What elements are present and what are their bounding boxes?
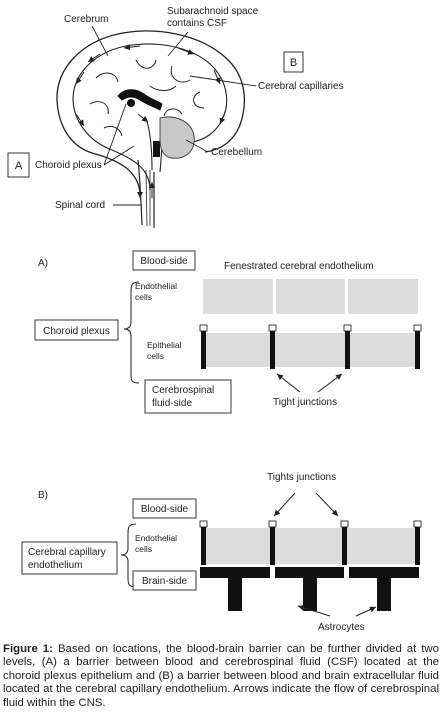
panel-a-blood-side-box <box>132 250 196 271</box>
panel-b-letter: B) <box>38 490 48 501</box>
panel-b-capillary-line1: Cerebral capillary <box>28 547 106 558</box>
tight-junction-bar <box>201 523 206 565</box>
cerebellum-shape <box>159 116 195 159</box>
panel-a-csf-side-line1: Cerebrospinal <box>152 385 214 396</box>
astrocyte-foot <box>275 567 344 611</box>
tights-junction-arrow <box>273 492 296 517</box>
panel-a-letter: A) <box>38 258 48 269</box>
panel-b-capillary-box <box>21 541 118 575</box>
astrocyte-arrow <box>355 606 377 617</box>
panel-a-endothelial-line2: cells <box>135 292 152 302</box>
tight-junction-bar <box>201 327 206 369</box>
tight-junction-bar <box>270 523 275 565</box>
csf-flow-arrow <box>177 47 195 55</box>
panel-a-csf-side-line2: fluid-side <box>152 398 192 409</box>
fenestrated-endothelial-cell <box>348 279 418 314</box>
panel-a-tight-junctions: Tight junctions <box>273 397 337 408</box>
astrocyte-foot <box>349 567 419 611</box>
csf-flow-arrow <box>137 113 149 123</box>
label-subarachnoid-line2: contains CSF <box>167 18 227 29</box>
brain-diagram <box>56 25 257 228</box>
panel-a-epithelial-line1: Epithelial <box>147 340 182 350</box>
panel-b-blood-side-box <box>132 498 197 519</box>
leader-subarachnoid <box>167 31 189 57</box>
panel-a-brace <box>123 281 140 384</box>
label-cerebrum: Cerebrum <box>64 14 108 25</box>
label-spinal-cord: Spinal cord <box>55 200 105 211</box>
label-cerebral-capillaries: Cerebral capillaries <box>258 81 344 92</box>
csf-flow-arrow <box>123 44 141 51</box>
leader-choroid-plexus <box>103 145 135 166</box>
csf-flow-arrow <box>87 53 101 63</box>
tight-junction-arrow <box>276 373 301 393</box>
panel-b-endothelial-line2: cells <box>135 544 152 554</box>
csf-flow-arrow <box>219 109 227 125</box>
panel-a-csf-side-box <box>144 379 232 414</box>
leader-choroid-plexus-2 <box>103 103 127 166</box>
tight-junction-caps-b <box>199 520 422 528</box>
box-b <box>283 51 304 73</box>
panel-a-endothelial-line1: Endothelial <box>135 281 177 291</box>
panel-b-astrocytes: Astrocytes <box>318 622 365 633</box>
capillary-endothelium-band <box>203 528 419 564</box>
tight-junction-bars-b <box>201 523 420 565</box>
tight-junction-bars-a <box>201 327 420 369</box>
astrocyte-endfeet <box>200 567 419 611</box>
tight-junction-arrow <box>317 373 343 393</box>
panel-b-brace <box>120 523 137 588</box>
panel-a-fenestrated: Fenestrated cerebral endothelium <box>224 261 374 272</box>
astrocyte-arrow <box>297 604 331 617</box>
fourth-ventricle <box>153 141 160 157</box>
figure-caption: Figure 1: Based on locations, the blood-… <box>3 643 439 710</box>
panel-b-blood-side: Blood-side <box>141 504 189 515</box>
panel-a-blood-side: Blood-side <box>140 256 188 267</box>
spinal-canal <box>145 169 151 227</box>
caption-label: Figure 1: <box>3 643 53 655</box>
tights-junction-arrow <box>315 492 339 517</box>
astrocyte-foot <box>200 567 270 611</box>
leader-cerebral-capillaries <box>189 75 257 87</box>
third-ventricle <box>127 99 135 107</box>
panel-a-epithelial-line2: cells <box>147 351 164 361</box>
panel-b-brain-side-box <box>132 570 197 591</box>
choroid-epithelium-band <box>203 333 419 367</box>
tight-junction-bar <box>270 327 275 369</box>
tight-junction-bar <box>345 327 350 369</box>
panel-b-brain-side: Brain-side <box>142 576 187 587</box>
caption-text: Based on locations, the blood-brain barr… <box>3 643 439 709</box>
box-a-label: A <box>15 160 23 172</box>
ventricles <box>117 89 163 111</box>
tight-junction-bar <box>415 327 420 369</box>
box-b-label: B <box>290 57 297 69</box>
box-a <box>7 152 30 178</box>
brain-outer-outline <box>56 30 246 194</box>
tight-junction-bar <box>415 523 420 565</box>
label-subarachnoid-line1: Subarachnoid space <box>167 6 259 17</box>
panel-a-choroid-plexus-box <box>34 319 119 341</box>
fenestrated-endothelial-cell <box>276 279 345 314</box>
csf-flow-arrow <box>75 113 85 127</box>
panel-b-endothelial-line1: Endothelial <box>135 533 177 543</box>
tight-junction-bar <box>342 523 347 565</box>
label-cerebellum: Cerebellum <box>211 147 262 158</box>
fenestrated-endothelial-cell <box>203 279 273 314</box>
leader-cerebrum <box>91 25 109 57</box>
panel-b-capillary-line2: endothelium <box>28 560 82 571</box>
csf-flow-arrow <box>213 69 221 85</box>
panel-a-choroid-plexus: Choroid plexus <box>43 326 110 337</box>
tight-junction-caps-a <box>199 324 422 332</box>
leader-cerebellum <box>185 139 209 153</box>
csf-flow-arrow <box>75 71 85 85</box>
panel-b-tights-junctions: Tights junctions <box>267 472 336 483</box>
label-choroid-plexus: Choroid plexus <box>35 160 102 171</box>
